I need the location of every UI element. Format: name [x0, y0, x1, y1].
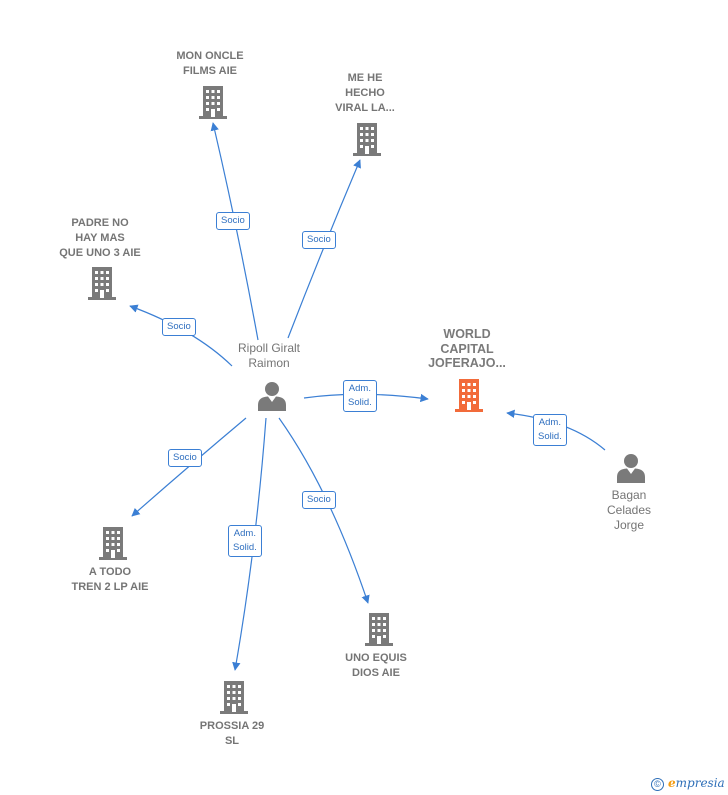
label-line: CAPITAL: [440, 341, 494, 356]
label-line: DIOS AIE: [352, 667, 400, 679]
building-icon[interactable]: [85, 265, 119, 301]
label-line: JOFERAJO...: [428, 356, 506, 370]
edge-label-text: Socio: [307, 494, 331, 505]
label-line: Jorge: [613, 518, 645, 532]
building-icon[interactable]: [96, 525, 130, 561]
edge-label-a-todo-tren[interactable]: Socio: [168, 449, 202, 467]
node-label-bagan: Bagan Celades Jorge: [574, 488, 684, 533]
label-line: Ripoll Giralt: [237, 341, 300, 355]
edge-label-padre-no-hay[interactable]: Socio: [162, 318, 196, 336]
label-line: PROSSIA 29: [199, 720, 265, 732]
edge-label-me-he-hecho[interactable]: Socio: [302, 231, 336, 249]
node-label-prossia: PROSSIA 29 SL: [177, 719, 287, 749]
building-icon[interactable]: [452, 377, 486, 413]
node-label-uno-equis: UNO EQUIS DIOS AIE: [321, 651, 431, 681]
edge-line-a-todo-tren: [131, 417, 247, 517]
edge-label-prossia[interactable]: Adm. Solid.: [228, 525, 262, 557]
copyright-icon: ©: [651, 778, 664, 791]
label-line: HAY MAS: [75, 232, 125, 244]
building-icon[interactable]: [362, 611, 396, 647]
building-icon[interactable]: [217, 679, 251, 715]
edge-label-text: Solid.: [233, 542, 257, 553]
node-label-me-he-hecho: ME HE HECHO VIRAL LA...: [310, 71, 420, 116]
person-icon[interactable]: [614, 452, 648, 484]
edge-line-mon-oncle: [210, 122, 259, 341]
label-line: HECHO: [345, 87, 385, 99]
node-label-ripoll: Ripoll Giralt Raimon: [214, 341, 324, 371]
brand-rest: mpresia: [675, 776, 725, 790]
edge-line-uno-equis: [278, 417, 370, 604]
label-line: ME HE: [347, 72, 383, 84]
edge-label-text: Adm.: [233, 528, 256, 539]
label-line: Raimon: [248, 356, 290, 370]
node-label-mon-oncle: MON ONCLE FILMS AIE: [155, 49, 265, 79]
label-line: PADRE NO: [71, 217, 129, 229]
label-line: FILMS AIE: [183, 65, 237, 77]
node-label-a-todo-tren: A TODO TREN 2 LP AIE: [55, 565, 165, 595]
edge-label-uno-equis[interactable]: Socio: [302, 491, 336, 509]
label-line: QUE UNO 3 AIE: [59, 247, 141, 259]
edge-label-world-capital[interactable]: Adm. Solid.: [343, 380, 377, 412]
edge-line-me-he-hecho: [287, 159, 361, 339]
building-icon[interactable]: [196, 84, 230, 120]
label-line: MON ONCLE: [176, 50, 244, 62]
brand-watermark: © empresia: [651, 776, 725, 791]
building-icon[interactable]: [350, 121, 384, 157]
brand-name: empresia: [668, 776, 725, 790]
label-line: UNO EQUIS: [345, 652, 407, 664]
edge-label-bagan-world[interactable]: Adm. Solid.: [533, 414, 567, 446]
label-line: SL: [224, 735, 240, 747]
edge-label-text: Solid.: [538, 431, 562, 442]
edge-label-text: Adm.: [538, 417, 561, 428]
label-line: VIRAL LA...: [335, 102, 395, 114]
person-icon[interactable]: [255, 380, 289, 412]
label-line: A TODO: [88, 566, 132, 578]
node-label-padre-no-hay: PADRE NO HAY MAS QUE UNO 3 AIE: [45, 216, 155, 261]
brand-initial: e: [668, 776, 676, 790]
label-line: WORLD: [443, 327, 491, 341]
label-line: TREN 2 LP AIE: [71, 581, 149, 593]
edge-label-text: Adm.: [348, 383, 371, 394]
edge-label-text: Socio: [307, 234, 331, 245]
edge-label-text: Socio: [167, 321, 191, 332]
edge-label-text: Solid.: [348, 397, 372, 408]
edge-label-mon-oncle[interactable]: Socio: [216, 212, 250, 230]
node-label-world-capital: WORLD CAPITAL JOFERAJO...: [412, 327, 522, 371]
edge-label-text: Socio: [173, 452, 197, 463]
edge-label-text: Socio: [221, 215, 245, 226]
label-line: Bagan: [611, 488, 647, 502]
label-line: Celades: [606, 503, 652, 517]
